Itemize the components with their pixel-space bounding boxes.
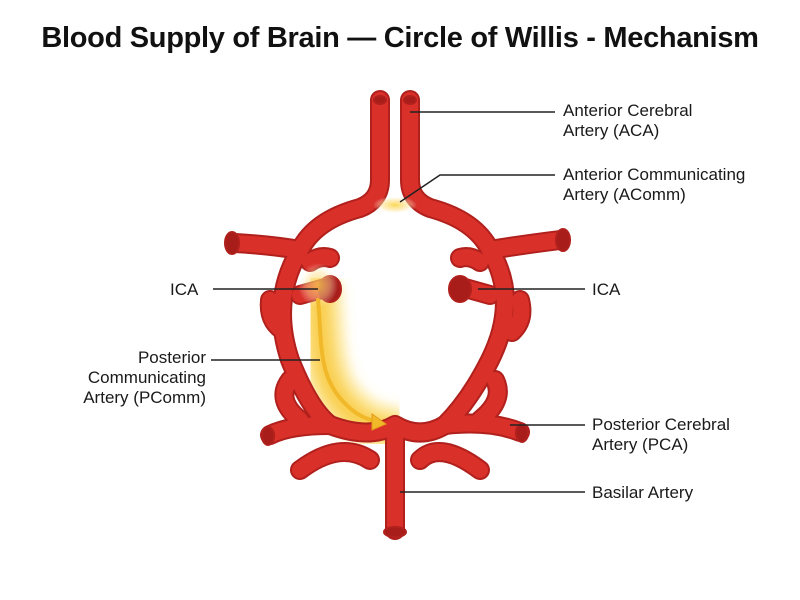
pcomm-flow-arrow [316,298,388,431]
acomm-glow [373,196,417,214]
pcomm-flow-glow [295,269,415,453]
leader-lines [211,111,585,493]
label-ica-left: ICA [170,280,199,299]
label-pcomm: Posterior Communicating Artery (PComm) [83,348,206,407]
label-aca: Anterior Cerebral Artery (ACA) [563,101,693,140]
label-basilar: Basilar Artery [592,483,694,502]
leader-acomm [399,174,555,203]
label-pca: Posterior Cerebral Artery (PCA) [592,415,730,454]
ica-glow [298,263,338,307]
label-acomm: Anterior Communicating Artery (AComm) [563,165,746,204]
arteries [224,90,571,540]
page-title: Blood Supply of Brain — Circle of Willis… [41,22,759,54]
label-ica-right: ICA [592,280,621,299]
